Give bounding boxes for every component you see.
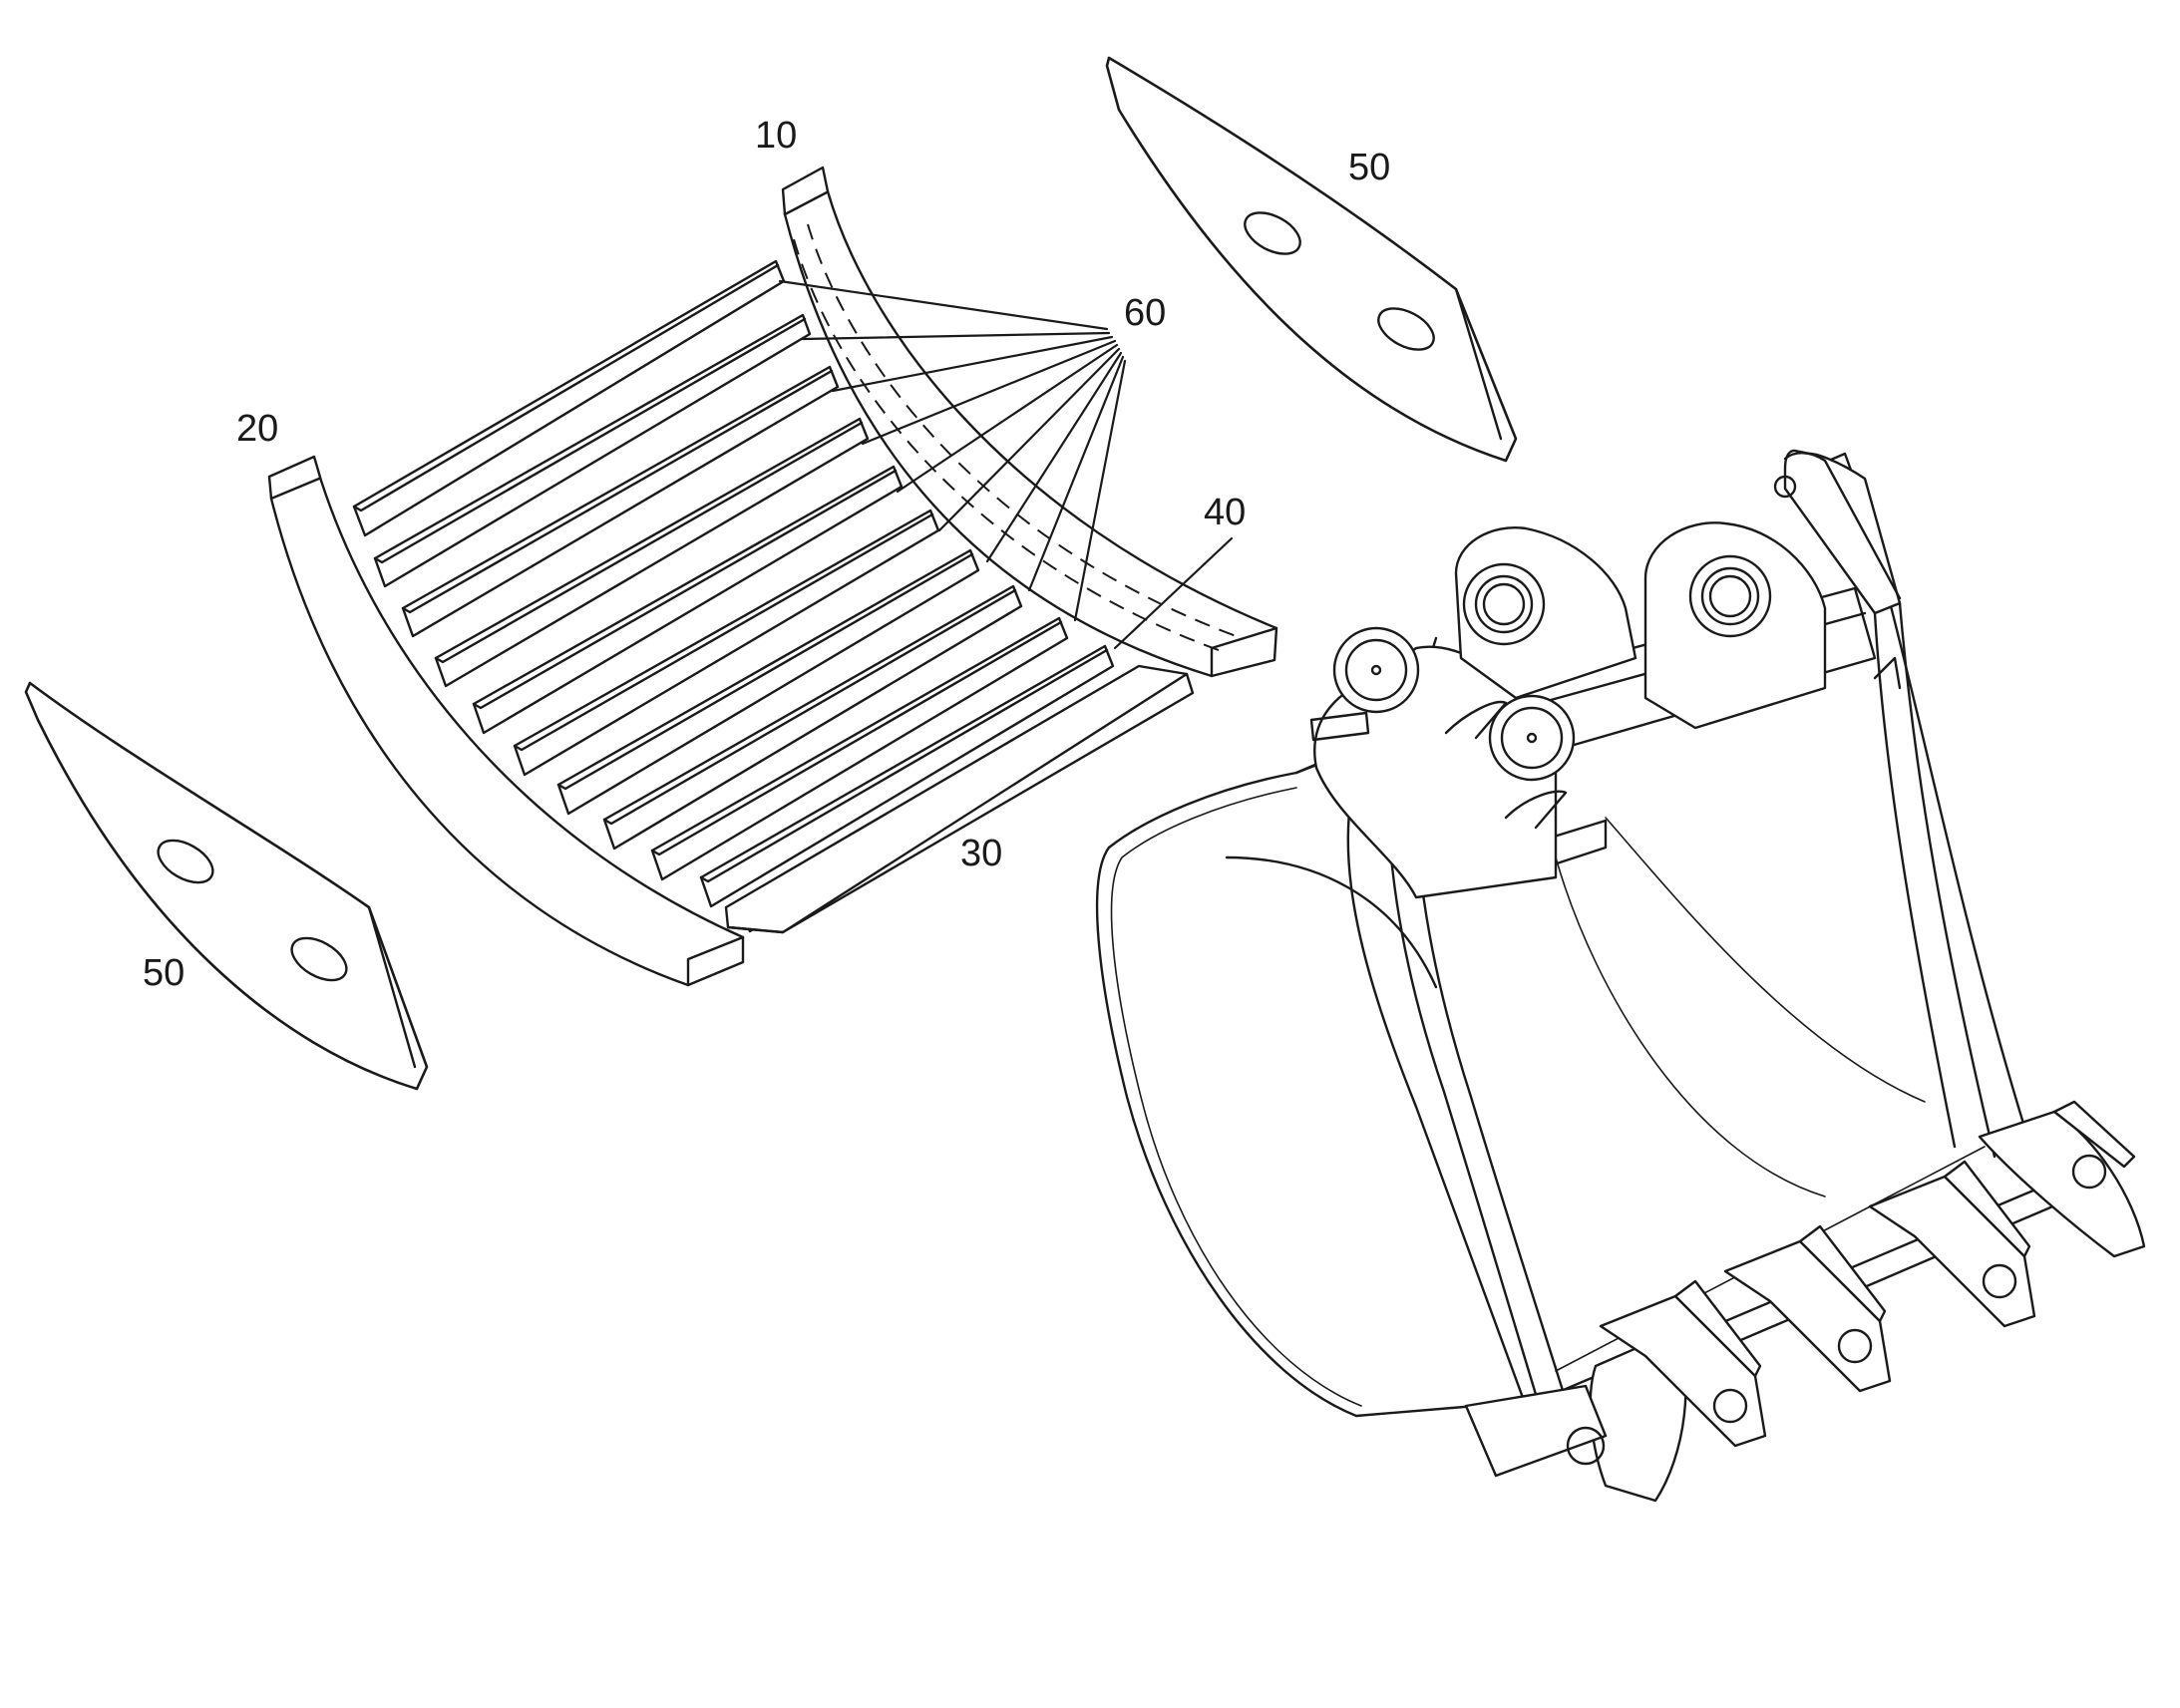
pin-hub [1688, 554, 1772, 638]
runner-10 [781, 166, 1278, 678]
bucket-nameplate [1309, 711, 1370, 742]
wear-strips-60 [352, 259, 1115, 908]
label-runner-10: 10 [755, 115, 797, 157]
bucket-tooth [1599, 1279, 1767, 1448]
leader-line-40 [1113, 536, 1234, 650]
label-strip-40: 40 [1204, 492, 1246, 533]
pin-hub [1462, 562, 1546, 646]
pin-hub [1332, 626, 1420, 714]
excavator-bucket [1095, 449, 2146, 1503]
bucket-tooth [1978, 1100, 2146, 1258]
runner-20 [267, 455, 745, 987]
leader-lines-60 [778, 279, 1127, 622]
label-strips-60: 60 [1124, 292, 1166, 334]
bucket-side-wall-left [1294, 741, 1528, 1408]
side-plate-50-left [24, 681, 429, 1091]
hidden-line [793, 238, 1228, 654]
bucket-tooth [1868, 1160, 2036, 1328]
bucket-side-wall-right [1898, 601, 1997, 1159]
bucket-tooth [1723, 1224, 1892, 1393]
side-plate-50-right [1105, 56, 1518, 463]
label-strip-30: 30 [960, 833, 1002, 874]
bucket-side-shell [1095, 771, 1478, 1418]
hidden-line [807, 223, 1243, 639]
wear-strip-30 [724, 664, 1195, 934]
label-plate-50-left: 50 [143, 952, 184, 994]
label-runner-20: 20 [236, 408, 278, 450]
label-plate-50-right: 50 [1348, 147, 1390, 188]
pin-hub [1488, 694, 1576, 782]
